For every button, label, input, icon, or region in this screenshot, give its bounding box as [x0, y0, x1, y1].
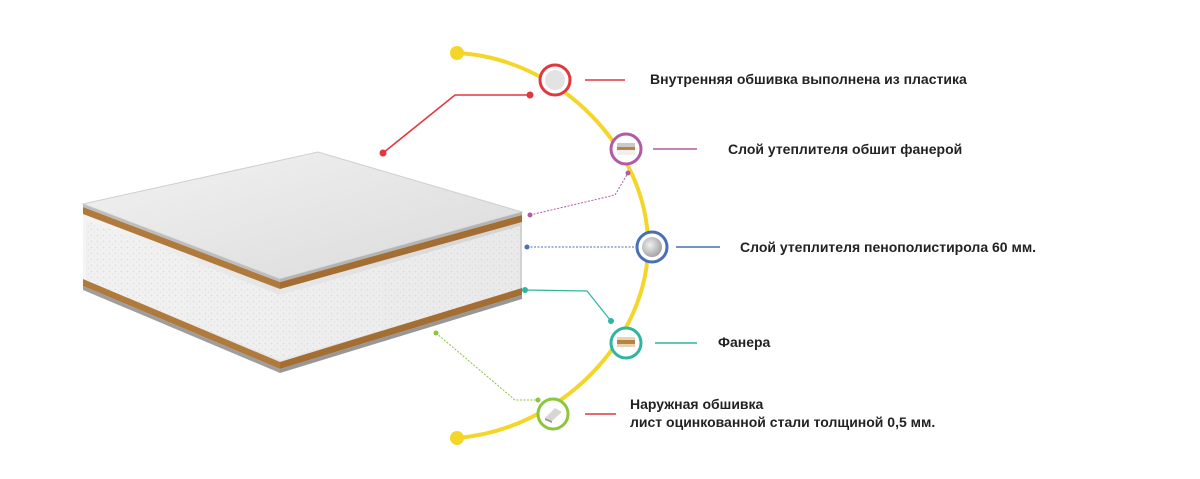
swatch-plywood-stack	[609, 132, 643, 166]
connector-plywood	[522, 287, 614, 324]
swatch-steel	[536, 397, 570, 431]
layer-label-plywood-stack: Слой утеплителя обшит фанерой	[728, 141, 963, 157]
arc-start-dot	[450, 46, 464, 60]
connector-plywood-stack	[527, 170, 631, 218]
connector-plastic	[379, 91, 534, 157]
layer-label-plastic: Внутренняя обшивка выполнена из пластика	[650, 71, 967, 87]
sandwich-panel-illustration	[81, 151, 524, 373]
swatch-plastic	[538, 63, 572, 97]
swatch-foam	[635, 230, 669, 264]
connector-foam	[524, 244, 636, 250]
layer-label-foam: Слой утеплителя пенополистирола 60 мм.	[740, 239, 1037, 255]
layer-label-plywood: Фанера	[718, 334, 771, 350]
layer-label-steel: Наружная обшивка лист оцинкованной стали…	[630, 396, 936, 430]
connector-steel	[433, 330, 541, 403]
swatch-plywood	[609, 326, 643, 360]
arc-end-dot	[450, 431, 464, 445]
